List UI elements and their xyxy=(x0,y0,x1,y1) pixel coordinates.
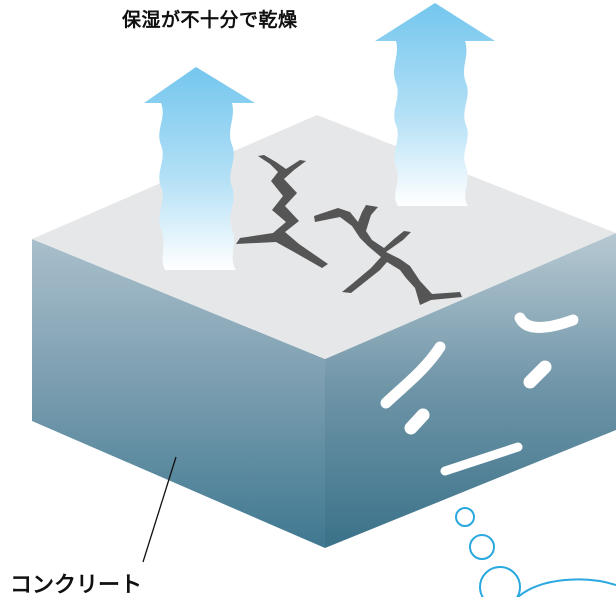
crack-right xyxy=(314,205,462,305)
bubble xyxy=(455,507,475,527)
upward-arrow-icon xyxy=(375,3,495,206)
upward-arrow-icon xyxy=(144,67,255,270)
streak xyxy=(514,312,579,333)
streak xyxy=(440,442,523,476)
block-side-face xyxy=(325,233,616,548)
streak xyxy=(523,360,552,389)
block-front-face xyxy=(32,239,325,548)
bubble xyxy=(479,566,521,597)
streak xyxy=(404,408,430,435)
moisture-wave xyxy=(517,578,616,597)
concrete-label: コンクリート xyxy=(10,573,143,598)
crack-icon xyxy=(236,155,462,305)
crack-left xyxy=(236,155,328,268)
label-leader-line xyxy=(142,456,177,563)
moisture-streaks xyxy=(380,312,579,476)
evaporation-arrow-left xyxy=(144,67,255,270)
bubble xyxy=(469,534,495,560)
diagram-title: 保湿が不十分で乾燥 xyxy=(122,9,298,31)
evaporation-arrow-right xyxy=(375,3,495,206)
streak xyxy=(380,341,446,409)
bubbles-icon xyxy=(455,507,616,597)
